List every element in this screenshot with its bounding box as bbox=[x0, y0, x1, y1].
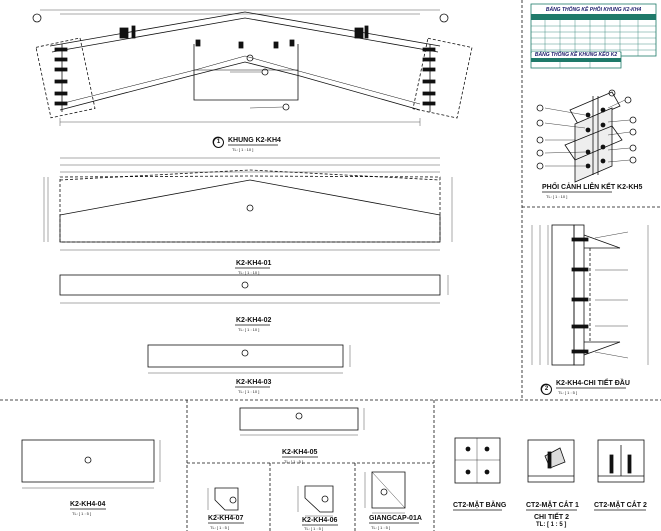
part-06-title: K2-KH4-06 bbox=[302, 517, 338, 524]
part-04-scale: TL: [ 1 : 5 ] bbox=[72, 511, 92, 516]
part-07-drawing bbox=[207, 487, 239, 516]
giangcap-drawing bbox=[364, 471, 406, 514]
part-07-scale: TL: [ 1 : 5 ] bbox=[210, 525, 230, 530]
part-01-scale: TL: [ 1 : 10 ] bbox=[238, 270, 260, 275]
part-05-title: K2-KH4-05 bbox=[282, 449, 318, 456]
part-04-drawing bbox=[21, 439, 161, 489]
perspective-drawing bbox=[536, 89, 637, 183]
part-06-drawing bbox=[297, 485, 334, 517]
part-03-scale: TL: [ 1 : 10 ] bbox=[238, 389, 260, 394]
perspective-title: PHỐI CẢNH LIÊN KẾT K2-KH5 bbox=[542, 184, 643, 191]
part-07-title: K2-KH4-07 bbox=[208, 515, 244, 522]
ct2-mat-cat-1-drawing bbox=[527, 439, 575, 483]
table-2-title: BẢNG THỐNG KÊ KHUNG KÈO K2 bbox=[532, 52, 620, 58]
ct2-mat-bang-drawing bbox=[454, 437, 501, 484]
part-05-scale: TL: [ 1 : 5 ] bbox=[284, 459, 304, 464]
detail-callout: 2 bbox=[541, 384, 552, 395]
main-frame-callout: 1 bbox=[213, 137, 224, 148]
perspective-scale: TL: [ 1 : 10 ] bbox=[546, 194, 568, 199]
detail-drawing bbox=[531, 224, 649, 366]
part-05-drawing bbox=[239, 407, 365, 436]
ct2-mat-cat-1-title: CT2-MẶT CẮT 1 bbox=[526, 502, 579, 509]
chitiet2-title: CHI TIẾT 2 bbox=[534, 514, 570, 521]
giangcap-scale: TL: [ 1 : 5 ] bbox=[371, 525, 391, 530]
part-04-title: K2-KH4-04 bbox=[70, 501, 106, 508]
main-frame-scale: TL: [ 1 : 10 ] bbox=[232, 147, 254, 152]
ct2-mat-bang-title: CT2-MẶT BẰNG bbox=[453, 502, 507, 509]
table-1-title: BẢNG THỐNG KÊ PHÔI KHUNG K2-KH4 bbox=[532, 7, 655, 13]
part-02-drawing bbox=[59, 274, 449, 304]
part-01-drawing bbox=[43, 157, 453, 251]
part-06-scale: TL: [ 1 : 5 ] bbox=[304, 526, 324, 531]
part-02-title: K2-KH4-02 bbox=[236, 317, 272, 324]
main-frame-title: KHUNG K2-KH4 bbox=[228, 137, 281, 144]
giangcap-title: GIANGCAP-01A bbox=[369, 515, 422, 522]
ct2-mat-cat-2-drawing bbox=[597, 439, 645, 483]
chitiet2-scale: TL: [ 1 : 5 ] bbox=[536, 522, 567, 528]
part-01-title: K2-KH4-01 bbox=[236, 260, 272, 267]
detail-title: K2-KH4-CHI TIẾT ĐẦU bbox=[556, 380, 630, 387]
main-frame-drawing bbox=[32, 9, 473, 126]
part-03-title: K2-KH4-03 bbox=[236, 379, 272, 386]
part-03-drawing bbox=[147, 344, 351, 374]
detail-scale: TL: [ 1 : 5 ] bbox=[558, 390, 578, 395]
part-02-scale: TL: [ 1 : 10 ] bbox=[238, 327, 260, 332]
ct2-mat-cat-2-title: CT2-MẶT CẮT 2 bbox=[594, 502, 647, 509]
